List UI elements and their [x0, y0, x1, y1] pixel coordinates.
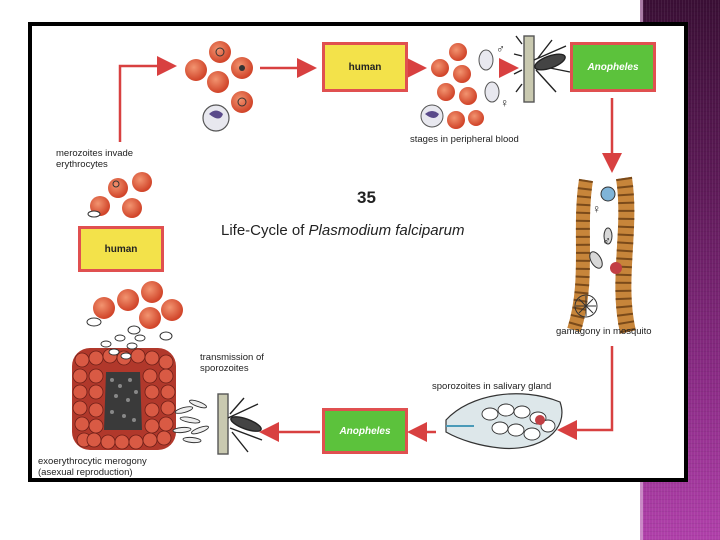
arrow-gamagony-down — [557, 346, 614, 440]
merogony-label: exoerythrocytic merogony (asexual reprod… — [38, 456, 147, 478]
transmission-label: transmission of sporozoites — [200, 352, 264, 374]
human-box-left: human — [78, 226, 164, 272]
merozoites-label: merozoites invade erythrocytes — [56, 148, 134, 170]
male-symbol: ♂ — [496, 42, 505, 56]
sporozoites-transmission — [172, 399, 209, 444]
mosquito-feeding-top-icon — [513, 35, 571, 103]
liver-tissue-merogony — [72, 348, 176, 450]
mosquito-gut-gamagony — [567, 176, 636, 334]
peripheral-blood-cluster — [420, 43, 500, 129]
erythrocyte-cluster-top — [185, 41, 253, 132]
anopheles-box-top: Anopheles — [570, 42, 656, 92]
gut-male-symbol: ♂ — [602, 234, 611, 248]
erythrocyte-cluster-left — [86, 281, 183, 341]
figure-frame — [28, 22, 688, 482]
human-box-top: human — [322, 42, 408, 92]
released-merozoites — [100, 334, 146, 360]
anopheles-box-bottom: Anopheles — [322, 408, 408, 454]
peripheral-blood-label: stages in peripheral blood — [410, 134, 519, 145]
salivary-gland — [445, 393, 563, 450]
salivary-gland-label: sporozoites in salivary gland — [432, 381, 552, 392]
figure-number: 35 — [357, 188, 376, 207]
gut-female-symbol: ♀ — [592, 202, 601, 216]
gamagony-label: gamagony in mosquito — [556, 326, 652, 337]
merozoite-erythrocyte-cluster — [87, 172, 152, 218]
arrow-left-up — [118, 56, 177, 142]
figure-title: Life-Cycle of Plasmodium falciparum — [221, 222, 465, 239]
mosquito-feeding-bottom-icon — [217, 393, 263, 455]
female-symbol: ♀ — [500, 96, 509, 110]
